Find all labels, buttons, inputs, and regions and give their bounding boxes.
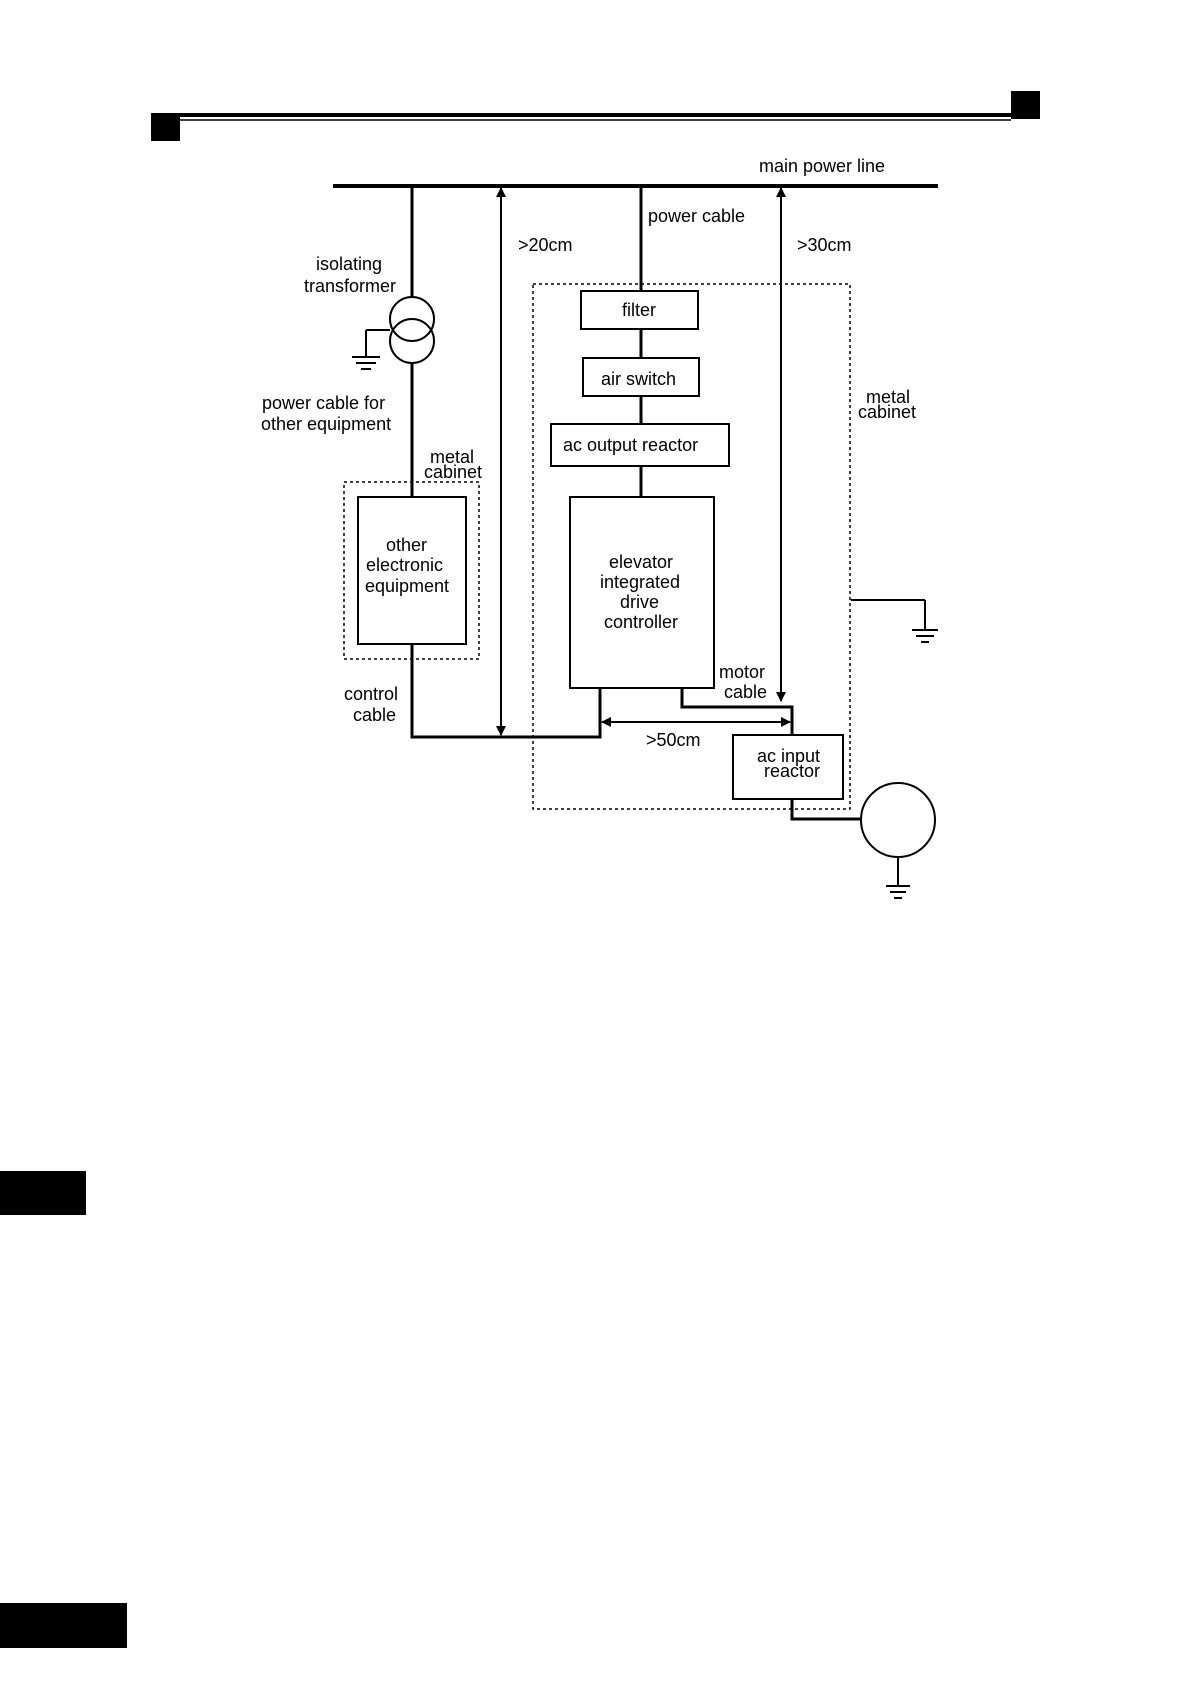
controller-label-4: controller <box>604 612 678 632</box>
power-cable-other-label-1: power cable for <box>262 393 385 413</box>
controller-label-1: elevator <box>609 552 673 572</box>
main-power-line-label: main power line <box>759 156 885 176</box>
ground-icon <box>851 600 938 642</box>
isolating-transformer-label-2: transformer <box>304 276 396 296</box>
controller-label-2: integrated <box>600 572 680 592</box>
ac-input-reactor-label-2: reactor <box>764 761 820 781</box>
metal-cabinet-left-label-2: cabinet <box>424 462 482 482</box>
dimension-30cm-label: >30cm <box>797 235 852 255</box>
ground-icon <box>886 857 910 898</box>
other-equipment-label-1: other <box>386 535 427 555</box>
power-cable-other-label-2: other equipment <box>261 414 391 434</box>
transformer-icon <box>390 297 434 363</box>
ground-icon <box>352 330 390 369</box>
control-cable <box>412 644 600 737</box>
other-equipment-label-2: electronic <box>366 555 443 575</box>
motor-cable-label-1: motor <box>719 662 765 682</box>
dimension-20cm-label: >20cm <box>518 235 573 255</box>
controller-label-3: drive <box>620 592 659 612</box>
power-cable-label: power cable <box>648 206 745 226</box>
other-equipment-label-3: equipment <box>365 576 449 596</box>
dimension-50cm-label: >50cm <box>646 730 701 750</box>
filter-label: filter <box>622 300 656 320</box>
control-cable-label-2: cable <box>353 705 396 725</box>
ac-output-reactor-label: ac output reactor <box>563 435 698 455</box>
isolating-transformer-label-1: isolating <box>316 254 382 274</box>
header-rule <box>180 115 1011 120</box>
motor-cable-label-2: cable <box>724 682 767 702</box>
motor-icon <box>861 783 935 857</box>
air-switch-label: air switch <box>601 369 676 389</box>
control-cable-label-1: control <box>344 684 398 704</box>
metal-cabinet-right-label-2: cabinet <box>858 402 916 422</box>
